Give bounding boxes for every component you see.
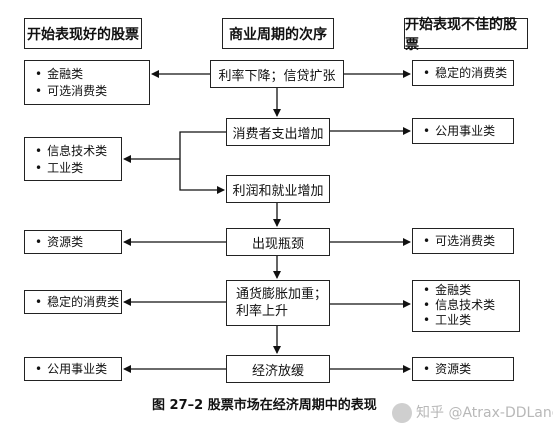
stage-bottleneck: 出现瓶颈: [226, 228, 330, 256]
zhihu-avatar-icon: [392, 403, 412, 423]
left-item: 稳定的消费类: [35, 294, 121, 311]
left-box-3: 资源类: [24, 230, 122, 254]
right-item: 资源类: [423, 361, 513, 378]
stage-profit-jobs-text: 利润和就业增加: [232, 183, 324, 199]
right-item: 信息技术类: [423, 298, 519, 313]
watermark: 知乎 @Atrax-DDLand: [392, 402, 553, 423]
right-box-2: 公用事业类: [412, 118, 514, 144]
left-item: 信息技术类: [35, 143, 121, 160]
left-item: 金融类: [35, 66, 149, 83]
left-item: 可选消费类: [35, 83, 149, 100]
right-box-3: 可选消费类: [412, 228, 514, 254]
right-box-1: 稳定的消费类: [412, 60, 514, 86]
stage-slowdown-text: 经济放缓: [251, 363, 304, 379]
stage-inflation-text: 通货膨胀加重； 利率上升: [236, 287, 328, 319]
right-box-5: 资源类: [412, 357, 514, 381]
header-center-text: 商业周期的次序: [229, 26, 327, 43]
right-item: 稳定的消费类: [423, 65, 513, 82]
arrow-spending-bracket: [179, 131, 226, 194]
right-item: 公用事业类: [423, 123, 513, 140]
left-box-4: 稳定的消费类: [24, 290, 122, 314]
left-item: 公用事业类: [35, 361, 121, 378]
stage-bottleneck-text: 出现瓶颈: [251, 236, 304, 252]
watermark-text: 知乎 @Atrax-DDLand: [416, 405, 553, 421]
header-center: 商业周期的次序: [222, 18, 334, 49]
left-box-2: 信息技术类 工业类: [24, 137, 122, 181]
stage-inflation: 通货膨胀加重； 利率上升: [226, 280, 330, 326]
right-item: 工业类: [423, 313, 519, 328]
left-item: 资源类: [35, 234, 121, 251]
left-box-1: 金融类 可选消费类: [24, 60, 150, 105]
stage-slowdown: 经济放缓: [226, 355, 330, 383]
left-item: 工业类: [35, 160, 121, 177]
stage-profit-jobs: 利润和就业增加: [226, 175, 330, 203]
stage-rate-cut: 利率下降；信贷扩张: [210, 60, 344, 88]
stage-consumer-spending: 消费者支出增加: [226, 118, 330, 146]
right-box-4: 金融类 信息技术类 工业类: [412, 280, 520, 332]
right-item: 金融类: [423, 283, 519, 298]
header-right: 开始表现不佳的股票: [404, 17, 528, 53]
header-left: 开始表现好的股票: [24, 18, 142, 49]
figure-caption: 图 27–2 股票市场在经济周期中的表现: [152, 398, 377, 413]
stage-consumer-spending-text: 消费者支出增加: [232, 126, 324, 142]
header-left-text: 开始表现好的股票: [27, 26, 139, 43]
left-box-5: 公用事业类: [24, 357, 122, 381]
right-item: 可选消费类: [423, 233, 513, 250]
header-right-text: 开始表现不佳的股票: [405, 16, 517, 53]
stage-rate-cut-text: 利率下降；信贷扩张: [218, 68, 336, 84]
